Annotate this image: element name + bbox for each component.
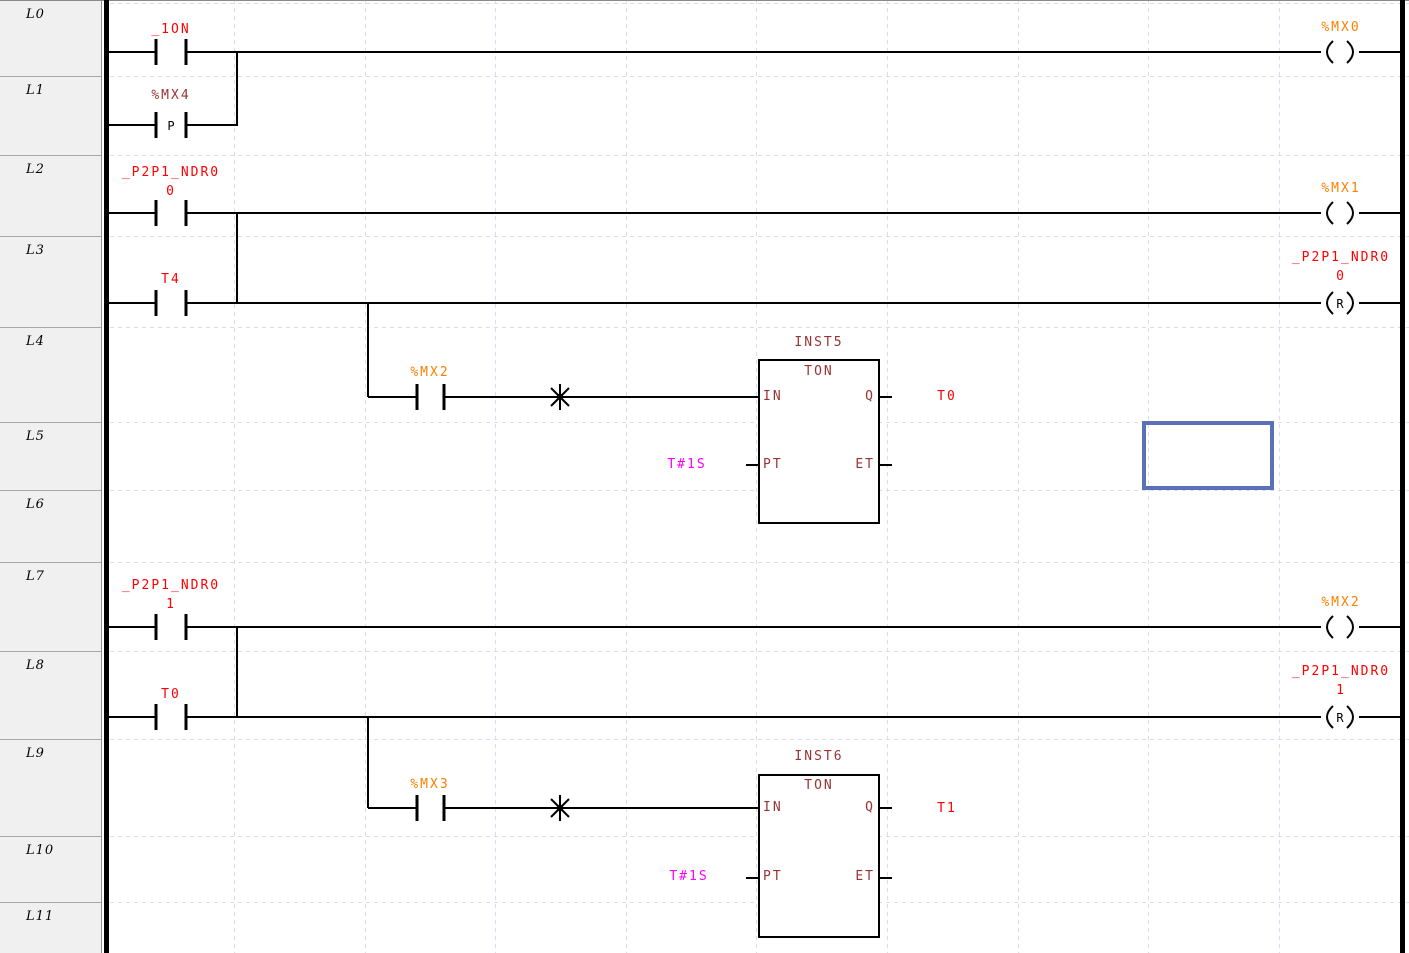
- rung-label-l8[interactable]: L8: [26, 658, 45, 673]
- rung-label-l6[interactable]: L6: [26, 497, 45, 512]
- block-pin-q: Q: [865, 389, 875, 404]
- block-pin-et: ET: [855, 869, 875, 884]
- reset-coil-label-p2p1-ndr0[interactable]: _P2P1_NDR0: [1291, 664, 1391, 679]
- rung-label-l2[interactable]: L2: [26, 162, 45, 177]
- gutter-separator: [0, 236, 101, 237]
- contact-label-p2p1-ndr0[interactable]: _P2P1_NDR0: [121, 165, 221, 180]
- contact-label-p2p1-ndr0[interactable]: _P2P1_NDR0: [121, 578, 221, 593]
- function-block-inst6[interactable]: [758, 774, 880, 938]
- block-pin-pt: PT: [763, 457, 783, 472]
- block-pin-in: IN: [763, 800, 783, 815]
- block-output-t1[interactable]: T1: [937, 801, 957, 816]
- junction-star-icon[interactable]: [550, 384, 570, 821]
- contact-label-t4[interactable]: T4: [161, 272, 181, 287]
- rung-label-l0[interactable]: L0: [26, 7, 45, 22]
- gutter-separator: [0, 76, 101, 77]
- block-type-ton: TON: [804, 364, 834, 379]
- gutter-separator: [0, 902, 101, 903]
- block-pin-q: Q: [865, 800, 875, 815]
- reset-coil-symbol: R: [1336, 711, 1344, 725]
- gutter-separator: [0, 739, 101, 740]
- contact-symbols[interactable]: [154, 39, 446, 821]
- gutter-separator: [0, 327, 101, 328]
- contact-label-mx3[interactable]: %MX3: [410, 777, 450, 792]
- coil-label-mx0[interactable]: %MX0: [1321, 20, 1361, 35]
- rung-number-gutter: L0 L1 L2 L3 L4 L5 L6 L7 L8 L9 L10 L11: [0, 0, 102, 953]
- coil-label-mx1[interactable]: %MX1: [1321, 181, 1361, 196]
- coil-label-mx2[interactable]: %MX2: [1321, 595, 1361, 610]
- gutter-separator: [0, 490, 101, 491]
- reset-coil-index-1: 1: [1336, 683, 1346, 698]
- rung-label-l11[interactable]: L11: [26, 909, 55, 924]
- rung-label-l3[interactable]: L3: [26, 243, 45, 258]
- rung-wires: [109, 51, 1401, 879]
- block-instance-inst6[interactable]: INST6: [794, 749, 844, 764]
- rung-label-l1[interactable]: L1: [26, 83, 45, 98]
- reset-coil-symbol: R: [1336, 297, 1344, 311]
- preset-literal-t1s[interactable]: T#1S: [667, 457, 707, 472]
- contact-label-mx4[interactable]: %MX4: [151, 88, 191, 103]
- gutter-separator: [0, 562, 101, 563]
- function-block-inst5[interactable]: [758, 359, 880, 524]
- rung-label-l10[interactable]: L10: [26, 843, 55, 858]
- gutter-separator: [0, 651, 101, 652]
- rung-label-l5[interactable]: L5: [26, 429, 45, 444]
- rung-label-l7[interactable]: L7: [26, 569, 45, 584]
- right-power-rail: [1400, 0, 1405, 953]
- block-pin-pt: PT: [763, 869, 783, 884]
- gutter-separator: [0, 422, 101, 423]
- block-pin-et: ET: [855, 457, 875, 472]
- reset-coil-index-0: 0: [1336, 269, 1346, 284]
- rung-label-l4[interactable]: L4: [26, 334, 45, 349]
- block-pin-in: IN: [763, 389, 783, 404]
- block-output-t0[interactable]: T0: [937, 389, 957, 404]
- contact-index-1: 1: [166, 597, 176, 612]
- contact-index-0: 0: [166, 184, 176, 199]
- positive-contact-symbol: P: [167, 119, 175, 133]
- block-instance-inst5[interactable]: INST5: [794, 335, 844, 350]
- rung-label-l9[interactable]: L9: [26, 746, 45, 761]
- reset-coil-label-p2p1-ndr0[interactable]: _P2P1_NDR0: [1291, 250, 1391, 265]
- grid-lines: [110, 0, 1409, 953]
- left-power-rail: [104, 0, 109, 953]
- block-type-ton: TON: [804, 778, 834, 793]
- selection-cursor[interactable]: [1142, 421, 1274, 490]
- gutter-separator: [0, 836, 101, 837]
- coil-symbols[interactable]: [1326, 40, 1354, 729]
- preset-literal-t1s[interactable]: T#1S: [669, 869, 709, 884]
- contact-label-t0[interactable]: T0: [161, 687, 181, 702]
- contact-label-mx2[interactable]: %MX2: [410, 365, 450, 380]
- gutter-separator: [0, 155, 101, 156]
- contact-label-1on[interactable]: _1ON: [151, 22, 191, 37]
